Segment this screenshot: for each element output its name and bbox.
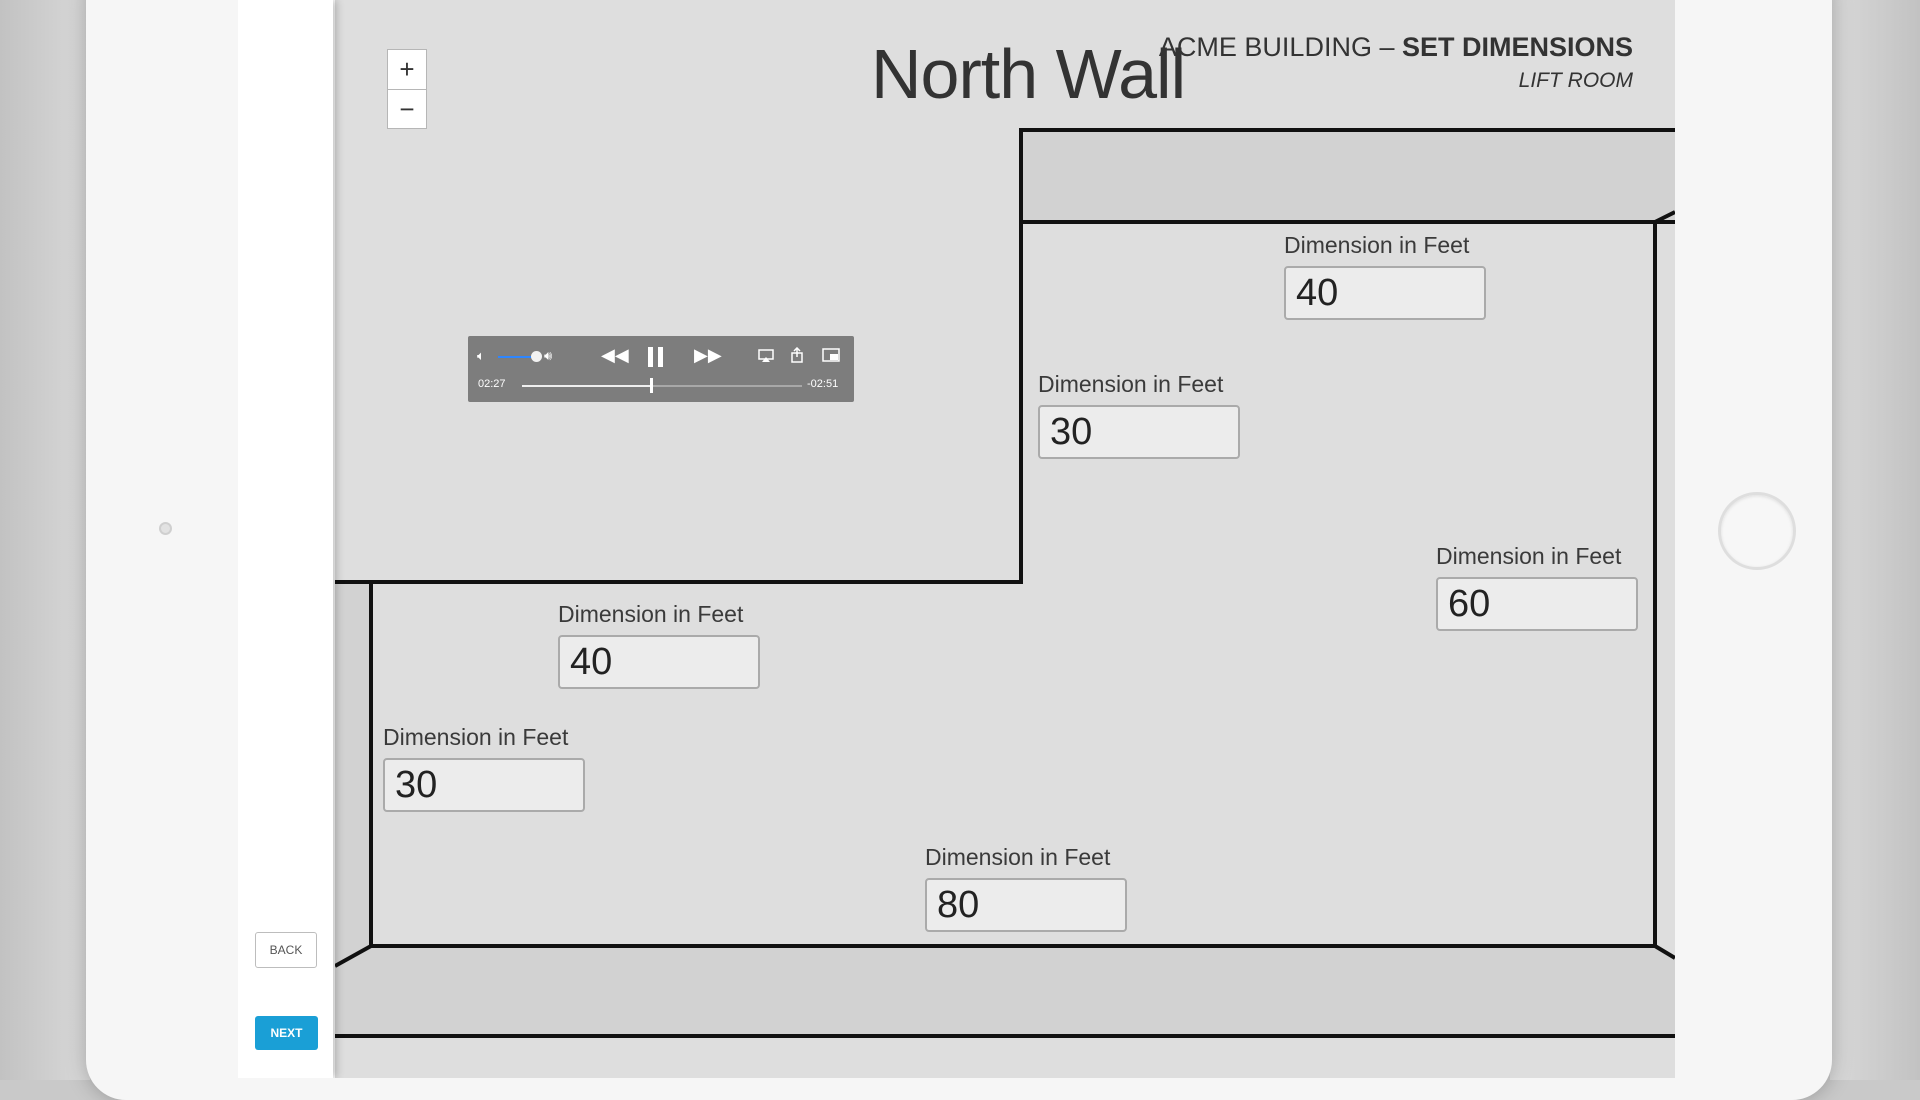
dimension-input[interactable]: 80 <box>925 878 1127 932</box>
dimension-input[interactable]: 30 <box>1038 405 1240 459</box>
seek-bar[interactable] <box>522 385 802 387</box>
zoom-in-button[interactable]: + <box>388 50 426 90</box>
volume-slider[interactable] <box>498 356 540 358</box>
share-icon[interactable] <box>790 347 804 363</box>
background-right <box>1830 0 1920 1080</box>
background-left <box>0 0 90 1080</box>
dimension-input[interactable]: 60 <box>1436 577 1638 631</box>
picture-in-picture-icon[interactable] <box>822 348 840 363</box>
wall-canvas: + − North Wall ACME BUILDING – SET DIMEN… <box>335 0 1675 1078</box>
dimension-label: Dimension in Feet <box>383 724 569 750</box>
tablet-screen: BACK NEXT + − North Wall <box>238 0 1675 1078</box>
dimension-field-bottom: Dimension in Feet 80 <box>925 844 1127 932</box>
back-button[interactable]: BACK <box>255 932 317 968</box>
dimension-field-step-horizontal: Dimension in Feet 40 <box>558 601 760 689</box>
sidebar: BACK NEXT <box>238 0 333 1078</box>
dimension-label: Dimension in Feet <box>925 844 1111 870</box>
wall-drawing <box>335 128 1675 1038</box>
top-wall-band <box>1021 130 1675 222</box>
remaining-time: -02:51 <box>807 378 839 390</box>
home-button[interactable] <box>1718 492 1796 570</box>
dimension-field-top-right: Dimension in Feet 40 <box>1284 232 1486 320</box>
next-button[interactable]: NEXT <box>255 1016 318 1050</box>
dimension-label: Dimension in Feet <box>1038 371 1224 397</box>
camera-icon <box>159 522 172 535</box>
rewind-icon[interactable]: ◀◀ <box>601 345 629 365</box>
fast-forward-icon[interactable]: ▶▶ <box>694 345 722 365</box>
header-breadcrumb: ACME BUILDING – SET DIMENSIONS LIFT ROOM <box>1159 32 1633 93</box>
floor-band <box>335 946 1675 1036</box>
left-wall-band <box>335 582 371 966</box>
zoom-control: + − <box>387 49 427 129</box>
volume-slider-knob[interactable] <box>531 351 542 362</box>
dimension-label: Dimension in Feet <box>1284 232 1470 258</box>
building-name: ACME BUILDING – <box>1158 32 1402 62</box>
zoom-out-button[interactable]: − <box>399 94 415 124</box>
video-player-controls: 🔈︎ 🔊︎ ◀◀ ▶▶ 02:27 -02:51 <box>468 336 854 402</box>
dimension-input[interactable]: 40 <box>1284 266 1486 320</box>
dimension-label: Dimension in Feet <box>558 601 744 627</box>
page-title: North Wall <box>871 35 1186 113</box>
seek-bar-knob[interactable] <box>649 378 653 393</box>
airplay-icon[interactable] <box>758 349 774 363</box>
dimension-input[interactable]: 30 <box>383 758 585 812</box>
room-name: LIFT ROOM <box>1518 69 1633 92</box>
dimension-label: Dimension in Feet <box>1436 543 1622 569</box>
volume-high-icon[interactable]: 🔊︎ <box>544 348 553 363</box>
dimension-field-left: Dimension in Feet 30 <box>383 724 585 812</box>
elapsed-time: 02:27 <box>478 378 506 390</box>
step-name: SET DIMENSIONS <box>1401 32 1633 62</box>
wall-outline <box>335 128 1675 1038</box>
volume-low-icon[interactable]: 🔈︎ <box>477 348 485 363</box>
dimension-field-right: Dimension in Feet 60 <box>1436 543 1638 631</box>
pause-icon[interactable] <box>646 346 666 368</box>
dimension-input[interactable]: 40 <box>558 635 760 689</box>
dimension-field-step-vertical: Dimension in Feet 30 <box>1038 371 1240 459</box>
